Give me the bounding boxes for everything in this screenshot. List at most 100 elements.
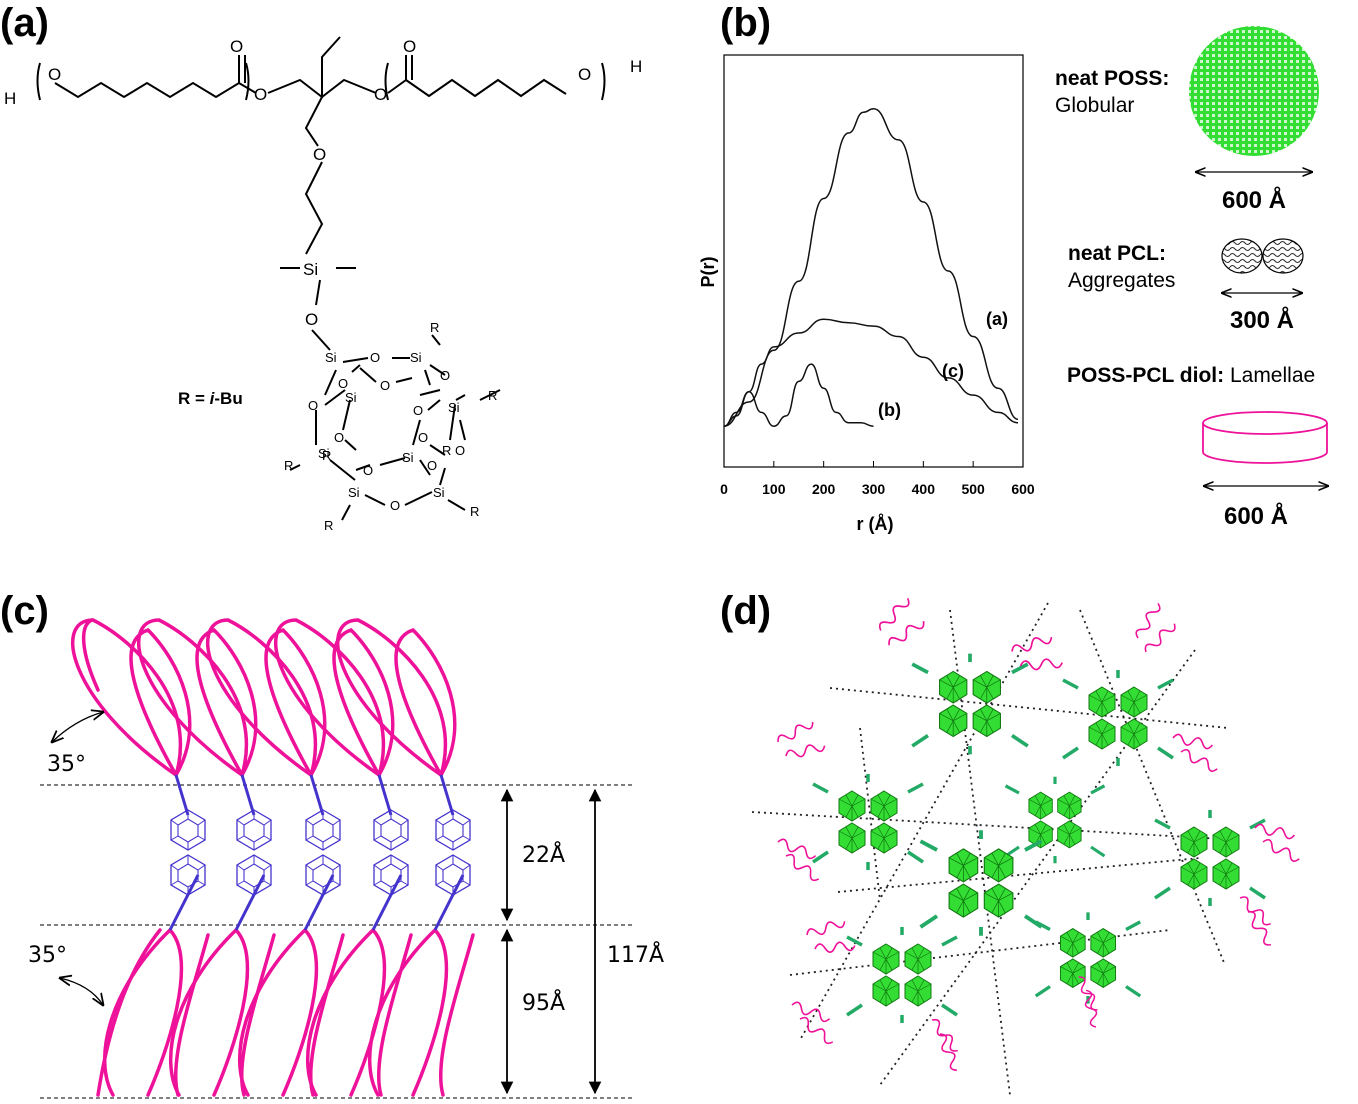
svg-text:R: R — [324, 518, 333, 533]
svg-text:O: O — [334, 430, 344, 445]
pcl-chain — [1243, 908, 1276, 949]
angle-arrow-bottom — [60, 978, 103, 1005]
svg-text:O: O — [363, 463, 373, 478]
svg-text:Si: Si — [318, 446, 330, 461]
pcl-size: 300 Å — [1230, 306, 1294, 334]
pcl-chain — [813, 940, 857, 955]
pcl-chain — [796, 1014, 837, 1047]
aggregate-left — [1221, 238, 1263, 274]
svg-text:H: H — [630, 57, 642, 76]
x-tick-label: 0 — [720, 481, 728, 497]
pcl-loop-top — [336, 618, 448, 777]
linker — [371, 774, 403, 931]
svg-text:O: O — [413, 403, 423, 418]
svg-text:O: O — [380, 378, 390, 393]
pcl-legend-desc: Aggregates — [1068, 269, 1175, 292]
svg-text:O: O — [308, 398, 318, 413]
pcl-chain — [1009, 631, 1054, 657]
diol-legend: POSS-PCL diol: Lamellae — [1067, 364, 1315, 387]
pcl-loop-bottom — [305, 928, 387, 1097]
x-tick-label: 600 — [1011, 481, 1035, 497]
angle-top: 35° — [47, 752, 86, 777]
svg-text:Si: Si — [402, 450, 414, 465]
svg-text:O: O — [374, 85, 387, 104]
aggregate-right — [1262, 238, 1304, 274]
panel-b-label: (b) — [720, 1, 771, 45]
svg-text:Si: Si — [433, 485, 445, 500]
svg-text:R: R — [488, 388, 497, 403]
network-schematic — [751, 594, 1302, 1096]
pcl-legend-title: neat PCL: — [1068, 242, 1166, 265]
y-axis-label: P(r) — [698, 256, 718, 287]
dim-22: 22Å — [522, 841, 565, 868]
series-line-2 — [723, 318, 1019, 427]
svg-text:H: H — [4, 89, 16, 108]
pcl-chain — [935, 1031, 962, 1073]
pcl-loop-top — [81, 618, 100, 692]
lamellae-disc — [1202, 423, 1328, 464]
shape-legend: neat POSS: Globular 600 Å neat PCL: Aggr… — [1055, 26, 1328, 530]
pcl-chain — [1178, 747, 1220, 774]
svg-text:Si: Si — [410, 350, 422, 365]
poss-legend-desc: Globular — [1055, 94, 1134, 117]
dim-95: 95Å — [522, 989, 565, 1016]
poss-cage — [373, 854, 409, 896]
poss-cage — [305, 854, 341, 896]
svg-text:R: R — [470, 504, 479, 519]
svg-text:R: R — [430, 320, 439, 335]
svg-text:Si: Si — [348, 485, 360, 500]
svg-text:O: O — [403, 37, 416, 56]
pcl-loop-bottom — [168, 928, 250, 1097]
diol-size: 600 Å — [1224, 502, 1288, 530]
chemical-structure — [36, 36, 606, 521]
poss-cluster — [789, 916, 962, 1073]
chemical-atoms: H O O O O O O H O Si O Si O Si R O O O O… — [4, 37, 642, 533]
poss-cage — [236, 854, 272, 896]
pcl-loop-top — [137, 618, 249, 777]
plot-frame — [723, 54, 1024, 468]
svg-text:O: O — [427, 458, 437, 473]
pcl-chain — [1260, 837, 1302, 864]
pcl-loop-bottom — [367, 928, 449, 1097]
svg-text:Si: Si — [448, 400, 460, 415]
svg-text:R: R — [284, 458, 293, 473]
pcl-chain — [1081, 988, 1101, 1029]
series-label-b: (b) — [878, 400, 901, 420]
poss-cluster — [1004, 776, 1106, 864]
pcl-loop-top — [274, 618, 386, 777]
svg-text:O: O — [338, 376, 348, 391]
svg-text:Si: Si — [325, 350, 337, 365]
poss-cage — [236, 809, 272, 851]
pcl-loop-bottom — [438, 933, 475, 1097]
pcl-loop-top — [206, 618, 318, 777]
svg-text:R: R — [442, 443, 451, 458]
pcl-chain — [1133, 600, 1163, 642]
svg-text:Si: Si — [345, 390, 357, 405]
svg-text:O: O — [418, 430, 428, 445]
linker — [303, 774, 335, 931]
panel-a-label: (a) — [0, 1, 49, 45]
x-axis-label: r (Å) — [857, 514, 894, 534]
svg-text:R: R — [322, 448, 331, 463]
pcl-chain — [1253, 822, 1296, 841]
svg-text:O: O — [305, 310, 318, 329]
pcl-loop-bottom — [102, 928, 184, 1097]
svg-text:O: O — [390, 498, 400, 513]
pcl-chain — [782, 851, 823, 884]
poss-size: 600 Å — [1222, 186, 1286, 214]
dim-117: 117Å — [607, 941, 664, 968]
pcl-chain — [774, 717, 816, 747]
pcl-loop-top — [129, 627, 192, 777]
pcl-chain — [1142, 619, 1179, 656]
pcl-loop-bottom — [237, 928, 319, 1097]
pcl-chain — [789, 999, 832, 1024]
x-tick-label: 200 — [812, 481, 836, 497]
pcl-loop-bottom — [376, 933, 413, 1097]
linker — [234, 774, 266, 931]
svg-text:O: O — [48, 65, 61, 84]
pcl-loop-bottom — [173, 933, 210, 1097]
linker — [168, 774, 200, 931]
panel-c-label: (c) — [0, 589, 49, 633]
